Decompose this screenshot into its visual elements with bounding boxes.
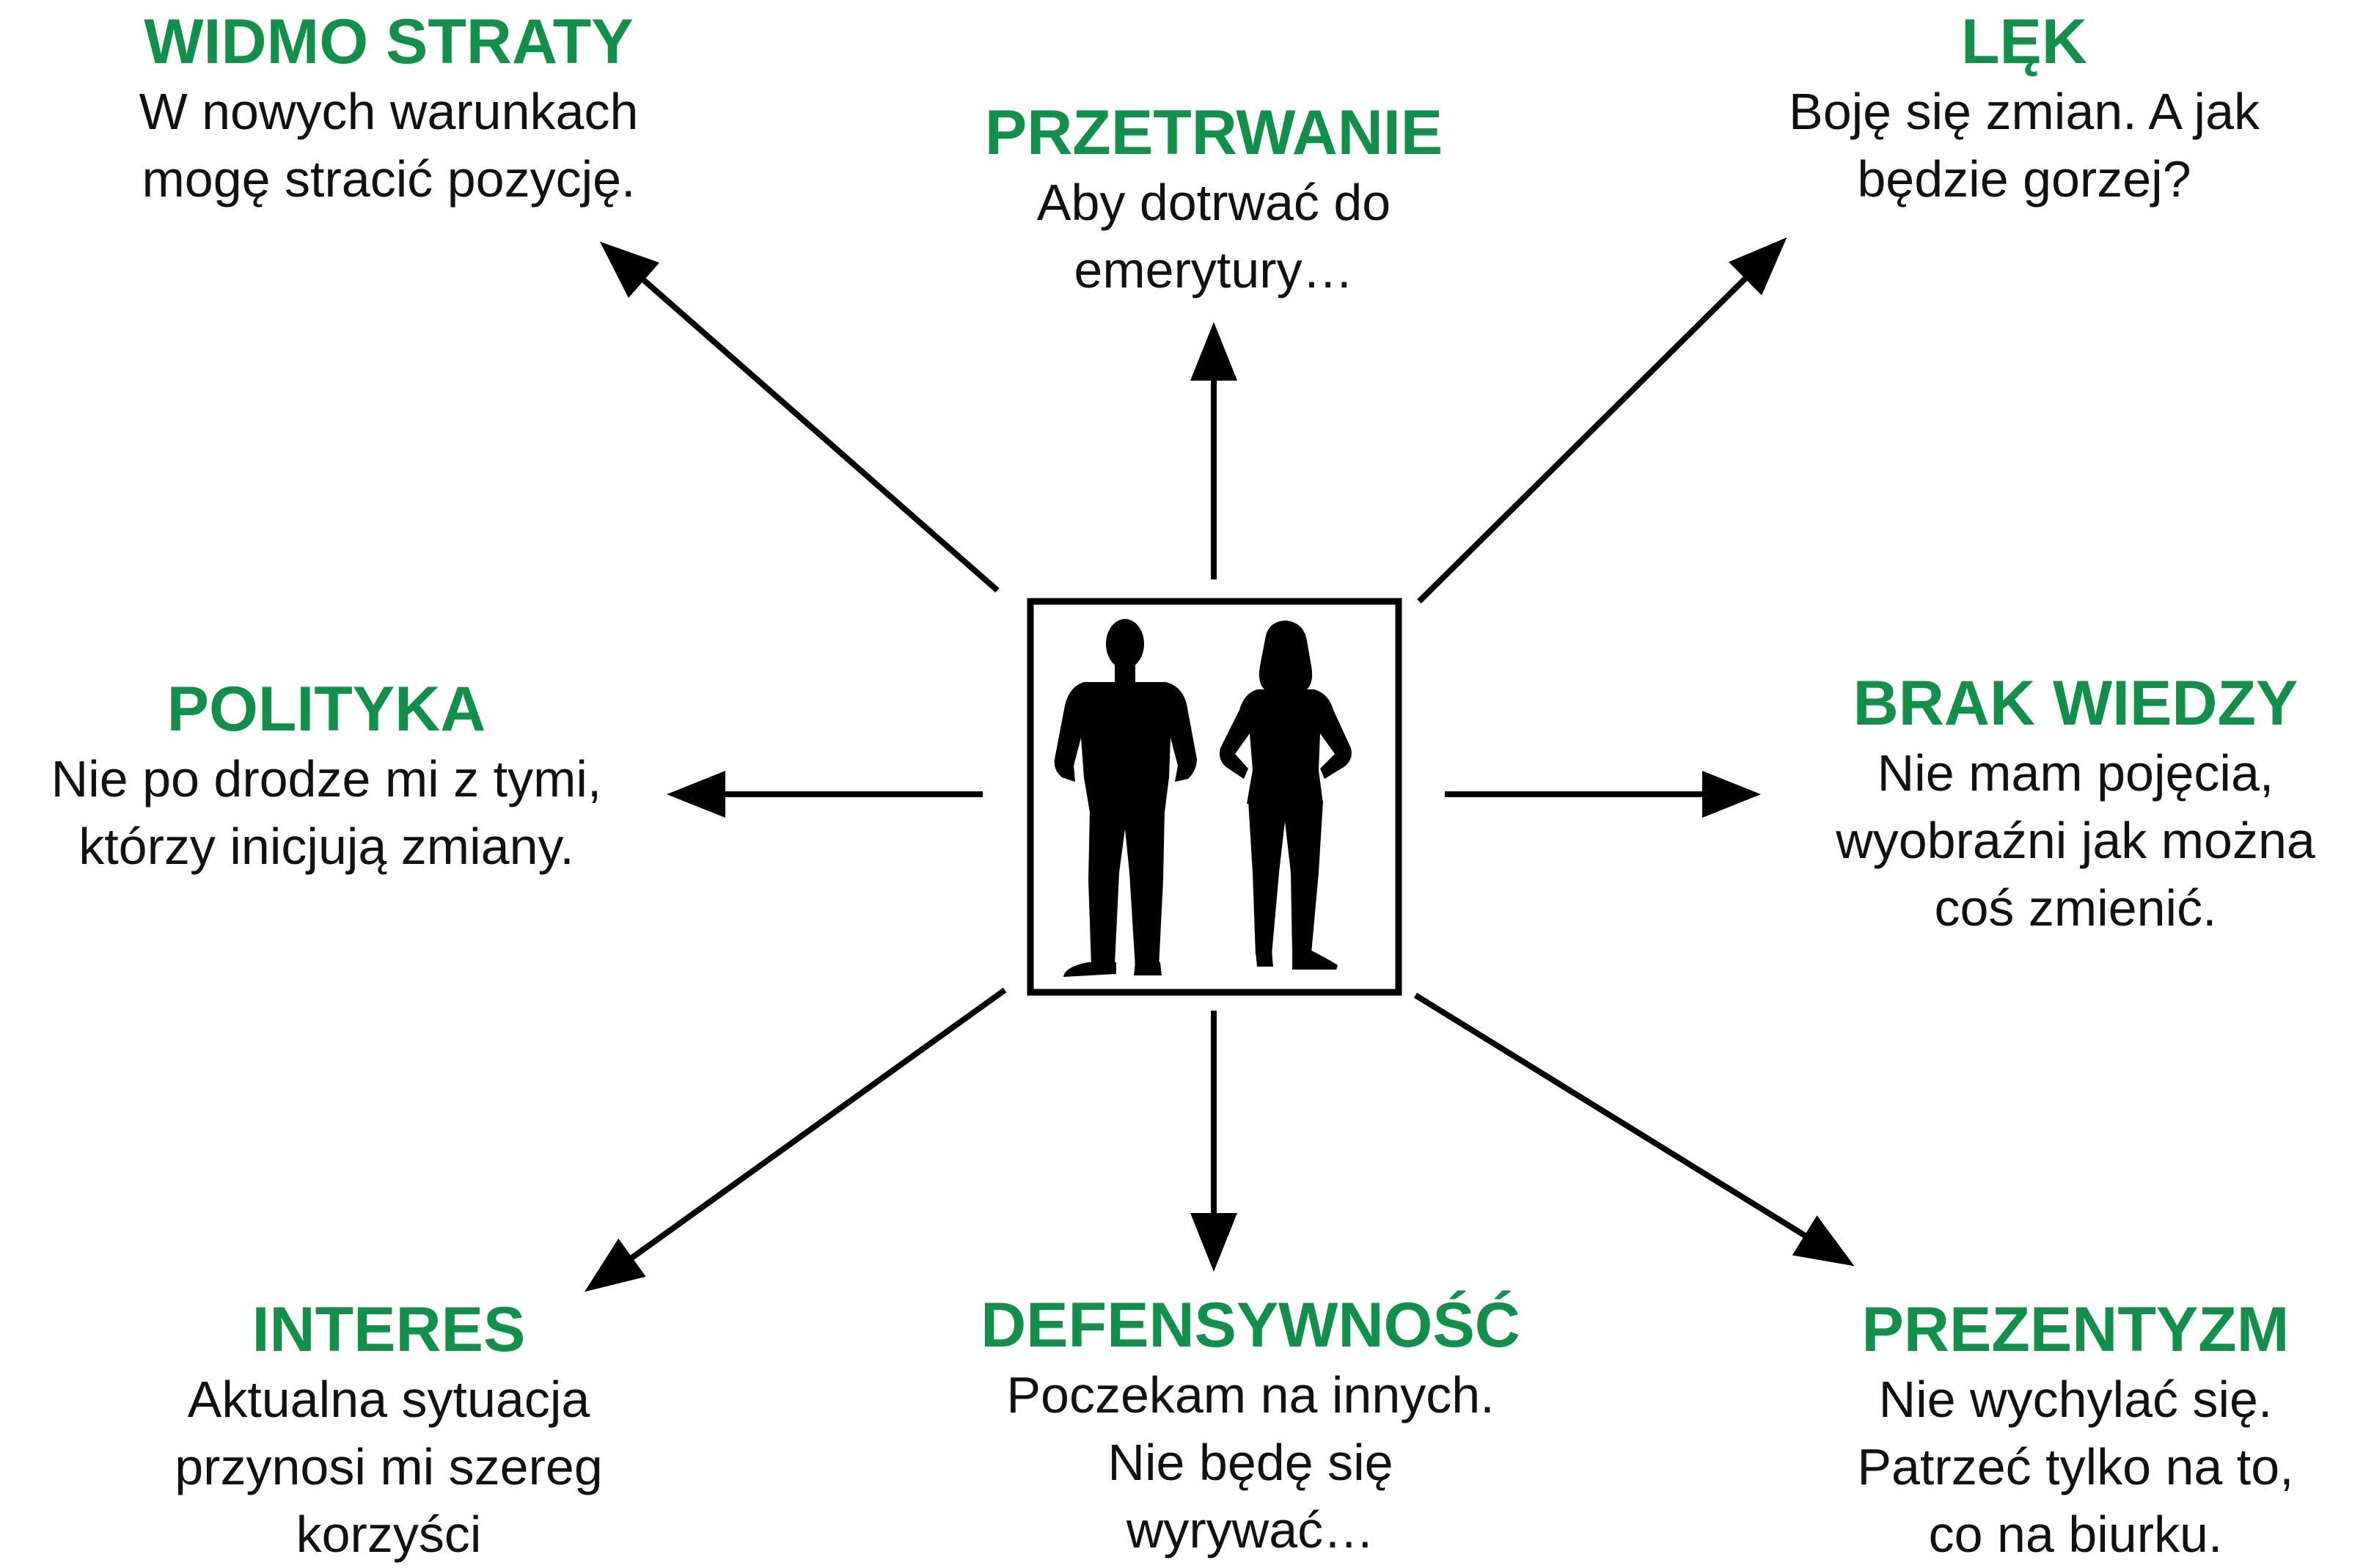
man-silhouette	[1054, 619, 1197, 977]
description-line: Nie wychylać się.	[1878, 1371, 2273, 1428]
node-interes: INTERES Aktualna sytuacja przynosi mi sz…	[95, 1294, 682, 1568]
node-title: PRZETRWANIE	[984, 98, 1443, 168]
man-and-woman-silhouette-icon	[1054, 619, 1352, 977]
description-line: Nie będę się	[1107, 1434, 1393, 1491]
description-line: korzyści	[296, 1506, 482, 1563]
node-przetrwanie: PRZETRWANIE Aby dotrwać do emerytury…	[920, 97, 1507, 304]
description-line: Poczekam na innych.	[1006, 1366, 1495, 1424]
description-line: Aby dotrwać do	[1036, 174, 1391, 231]
description-line: Nie mam pojęcia,	[1877, 744, 2274, 802]
description-line: Patrzeć tylko na to,	[1857, 1438, 2294, 1495]
description-line: będzie gorzej?	[1857, 150, 2191, 208]
description-line: Aktualna sytuacja	[187, 1371, 590, 1428]
description-line: którzy inicjują zmiany.	[78, 818, 574, 875]
description-line: wyrywać…	[1126, 1501, 1375, 1558]
node-description: Aby dotrwać do emerytury…	[920, 169, 1507, 304]
center-frame	[1027, 598, 1402, 996]
node-widmo-straty: WIDMO STRATY W nowych warunkach mogę str…	[95, 6, 682, 213]
description-line: przynosi mi szereg	[175, 1438, 603, 1495]
node-description: Nie wychylać się. Patrzeć tylko na to, c…	[1789, 1366, 2362, 1568]
node-title: BRAK WIEDZY	[1853, 668, 2298, 739]
node-description: W nowych warunkach mogę stracić pozycję.	[95, 78, 682, 213]
node-title: LĘK	[1961, 7, 2087, 77]
node-description: Aktualna sytuacja przynosi mi szereg kor…	[95, 1366, 682, 1568]
description-line: co na biurku.	[1928, 1506, 2223, 1563]
node-description: Nie po drodze mi z tymi, którzy inicjują…	[15, 745, 638, 880]
arrow-to-interes	[585, 987, 1007, 1292]
description-line: Nie po drodze mi z tymi,	[51, 750, 602, 807]
arrow-to-lek	[1417, 237, 1787, 604]
description-line: wyobraźni jak można	[1836, 812, 2315, 869]
node-title: WIDMO STRATY	[144, 7, 634, 77]
node-description: Boję się zmian. A jak będzie gorzej?	[1712, 78, 2336, 213]
arrow-to-widmo-straty	[599, 241, 1000, 593]
node-title: PREZENTYZM	[1861, 1294, 2290, 1365]
node-description: Poczekam na innych. Nie będę się wyrywać…	[957, 1361, 1544, 1564]
node-title: INTERES	[252, 1294, 526, 1365]
woman-silhouette	[1220, 620, 1352, 970]
description-line: W nowych warunkach	[139, 83, 639, 140]
description-line: mogę stracić pozycję.	[142, 150, 636, 208]
node-title: DEFENSYWNOŚĆ	[981, 1290, 1520, 1360]
arrow-to-prezentyzm	[1413, 992, 1855, 1267]
node-defensywnosc: DEFENSYWNOŚĆ Poczekam na innych. Nie będ…	[957, 1289, 1544, 1564]
node-description: Nie mam pojęcia, wyobraźni jak można coś…	[1789, 739, 2362, 942]
description-line: emerytury…	[1074, 241, 1354, 298]
description-line: coś zmienić.	[1934, 879, 2217, 937]
description-line: Boję się zmian. A jak	[1789, 83, 2260, 140]
node-title: POLITYKA	[166, 674, 486, 744]
node-prezentyzm: PREZENTYZM Nie wychylać się. Patrzeć tyl…	[1789, 1294, 2362, 1568]
node-brak-wiedzy: BRAK WIEDZY Nie mam pojęcia, wyobraźni j…	[1789, 667, 2362, 942]
node-lek: LĘK Boję się zmian. A jak będzie gorzej?	[1712, 6, 2336, 213]
node-polityka: POLITYKA Nie po drodze mi z tymi, którzy…	[15, 673, 638, 880]
